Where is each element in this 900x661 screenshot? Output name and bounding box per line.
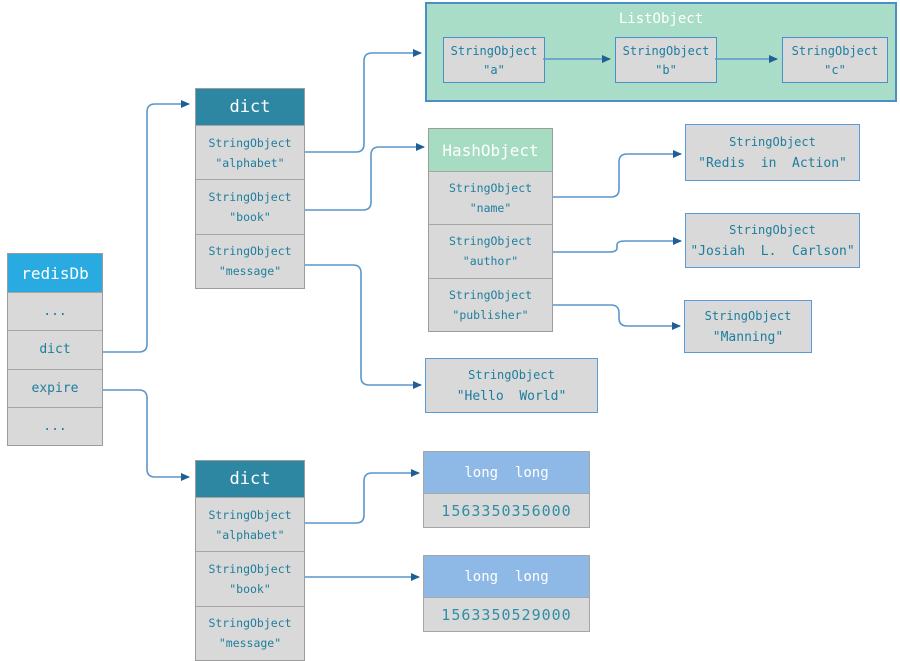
redisdb-header: redisDb bbox=[8, 254, 102, 292]
string-box-manning: StringObject "Manning" bbox=[684, 300, 812, 353]
dict-bottom-header: dict bbox=[196, 461, 304, 497]
list-item-b-type: StringObject bbox=[622, 43, 710, 58]
arrow-alphabet-to-listobject bbox=[305, 49, 422, 153]
long-long-1-value: 1563350356000 bbox=[424, 493, 589, 527]
arrow-author-to-josiah bbox=[553, 237, 682, 253]
arrow-redisdb-expire-to-dict-bottom bbox=[103, 389, 190, 481]
list-object-container: ListObject StringObject "a" StringObject… bbox=[425, 2, 897, 102]
list-item-c-type: StringObject bbox=[791, 43, 879, 58]
redisdb-row-dict: dict bbox=[8, 330, 102, 369]
arrow-name-to-redis-in-action bbox=[553, 150, 682, 198]
hash-object-box: HashObject StringObject "name" StringObj… bbox=[428, 128, 553, 332]
redisdb-box: redisDb ... dict expire ... bbox=[7, 253, 103, 446]
list-item-a-value: "a" bbox=[483, 62, 505, 77]
list-item-a-type: StringObject bbox=[450, 43, 538, 58]
hash-object-header: HashObject bbox=[429, 129, 552, 171]
arrow-alphabet-to-long-long-1 bbox=[305, 469, 420, 524]
string-box-hello-world: StringObject "Hello World" bbox=[425, 358, 598, 413]
long-long-box-2: long long 1563350529000 bbox=[423, 555, 590, 632]
dict-bottom-box: dict StringObject "alphabet" StringObjec… bbox=[195, 460, 305, 661]
arrow-book-to-hashobject bbox=[305, 143, 425, 211]
hash-row-name: StringObject "name" bbox=[429, 171, 552, 225]
redisdb-row-ellipsis-2: ... bbox=[8, 406, 102, 445]
dict-top-box: dict StringObject "alphabet" StringObjec… bbox=[195, 88, 305, 289]
long-long-2-header: long long bbox=[424, 556, 589, 597]
list-item-b: StringObject "b" bbox=[615, 37, 717, 83]
dict-top-row-book: StringObject "book" bbox=[196, 179, 304, 234]
dict-bottom-row-alphabet: StringObject "alphabet" bbox=[196, 497, 304, 552]
dict-top-row-message: StringObject "message" bbox=[196, 233, 304, 288]
string-box-josiah-carlson: StringObject "Josiah L. Carlson" bbox=[685, 213, 860, 268]
list-item-c: StringObject "c" bbox=[782, 37, 888, 83]
arrow-redisdb-dict-to-dict-top bbox=[103, 100, 190, 353]
dict-top-row-alphabet: StringObject "alphabet" bbox=[196, 125, 304, 180]
arrow-message-to-hello-world bbox=[305, 264, 422, 389]
long-long-2-value: 1563350529000 bbox=[424, 597, 589, 631]
list-item-b-value: "b" bbox=[655, 62, 677, 77]
string-box-redis-in-action: StringObject "Redis in Action" bbox=[685, 124, 860, 181]
long-long-1-header: long long bbox=[424, 452, 589, 493]
dict-top-header: dict bbox=[196, 89, 304, 125]
dict-bottom-row-message: StringObject "message" bbox=[196, 605, 304, 660]
dict-bottom-row-book: StringObject "book" bbox=[196, 551, 304, 606]
hash-row-publisher: StringObject "publisher" bbox=[429, 277, 552, 331]
list-object-title: ListObject bbox=[618, 11, 704, 27]
hash-row-author: StringObject "author" bbox=[429, 224, 552, 278]
redisdb-row-ellipsis-1: ... bbox=[8, 292, 102, 331]
list-item-c-value: "c" bbox=[824, 62, 846, 77]
redisdb-row-expire: expire bbox=[8, 368, 102, 407]
long-long-box-1: long long 1563350356000 bbox=[423, 451, 590, 528]
arrow-publisher-to-manning bbox=[553, 304, 681, 330]
list-item-a: StringObject "a" bbox=[443, 37, 545, 83]
